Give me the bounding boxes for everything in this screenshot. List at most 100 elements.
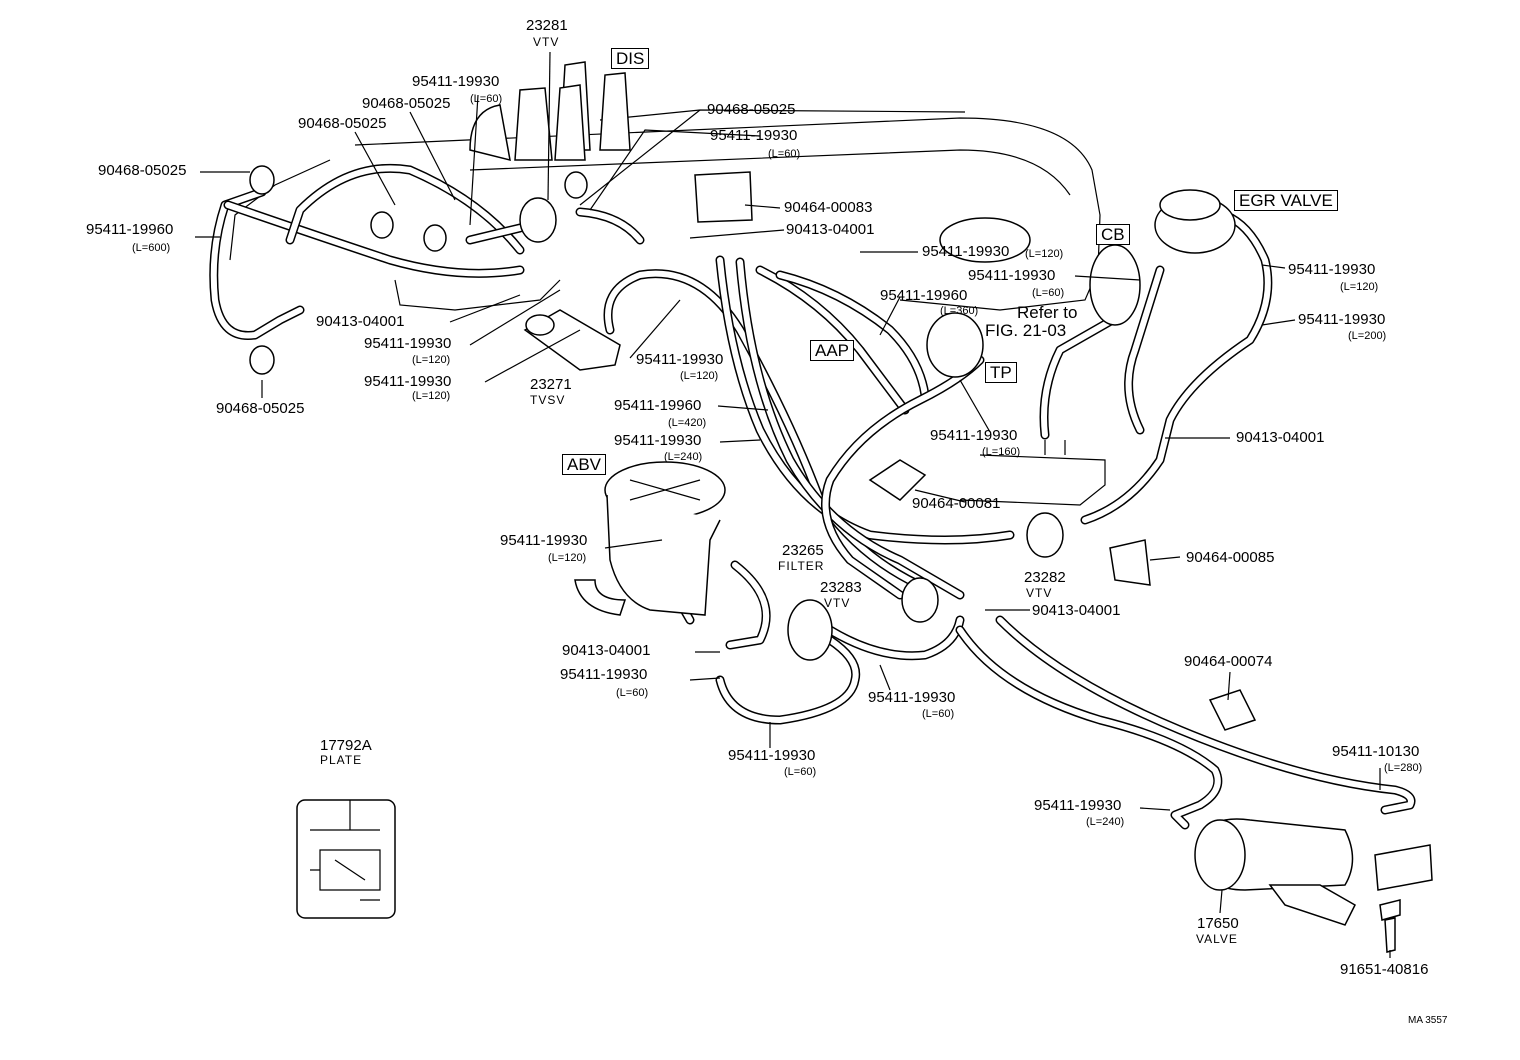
part-23281-number: 23281	[526, 17, 568, 34]
callout-c09-length: (L=600)	[132, 242, 171, 254]
callout-c26-number: 95411-19930	[500, 532, 588, 549]
callout-c06-number: 95411-19930	[710, 127, 798, 144]
valve-17650-bracket	[1268, 884, 1356, 926]
callout-c15-length: (L=120)	[412, 354, 451, 366]
callout-c25-number: 90464-00085	[1186, 549, 1275, 566]
part-17650-number: 17650	[1197, 915, 1239, 932]
callout-c12-number: 95411-19960	[880, 287, 968, 304]
hose-clip-group-81	[868, 459, 927, 501]
vtv-23282-body	[1026, 512, 1064, 558]
callout-c13-number: 90413-04001	[316, 313, 405, 330]
part-23265-name: FILTER	[778, 559, 825, 573]
vtv-23283-body	[901, 577, 939, 623]
connector-plug	[1374, 844, 1433, 891]
callout-c22-number: 95411-19930	[930, 427, 1018, 444]
part-17792a-number: 17792A	[320, 737, 372, 754]
callout-c10-number: 95411-19930	[922, 243, 1010, 260]
callout-c22-length: (L=160)	[982, 446, 1021, 458]
callout-c15-number: 95411-19930	[364, 335, 452, 352]
refer-note-line1: Refer to	[1017, 303, 1078, 322]
label-dis: DIS	[611, 48, 650, 69]
part-23282-name: VTV	[1026, 586, 1053, 600]
callout-c06-length: (L=60)	[768, 148, 801, 160]
label-aap: AAP	[810, 340, 855, 361]
callout-c09-number: 95411-19960	[86, 221, 174, 238]
part-23265-number: 23265	[782, 542, 824, 559]
abv-housing	[606, 494, 721, 616]
callout-c33-number: 95411-10130	[1332, 743, 1420, 760]
vacuum-hoses	[209, 163, 1416, 830]
callout-c01-length: (L=60)	[470, 93, 503, 105]
callout-c34-number: 95411-19930	[1034, 797, 1122, 814]
part-23281-name: VTV	[533, 35, 560, 49]
part-23283-name: VTV	[824, 596, 851, 610]
part-17650-name: VALVE	[1196, 932, 1238, 946]
filter-23265-body	[787, 599, 833, 661]
callout-c14-length: (L=120)	[1340, 281, 1379, 293]
callout-c03-number: 90468-05025	[707, 101, 796, 118]
callout-c21-length: (L=240)	[664, 451, 703, 463]
callout-c04-number: 90468-05025	[298, 115, 387, 132]
label-abv: ABV	[562, 454, 607, 475]
pipe-clamp-c	[564, 171, 588, 199]
valve-17650-cap	[1194, 819, 1246, 891]
pipe-clamp-b	[423, 224, 447, 252]
footer-code: MA 3557	[1408, 1015, 1448, 1026]
callout-c11-number: 95411-19930	[968, 267, 1056, 284]
part-23282-number: 23282	[1024, 569, 1066, 586]
vtv-23281-body	[519, 197, 557, 243]
part-23271-number: 23271	[530, 376, 572, 393]
callout-c18-length: (L=120)	[412, 390, 451, 402]
tp-body	[926, 312, 984, 378]
hose-clip-group-83	[694, 171, 753, 223]
components	[249, 165, 1433, 953]
callout-c18-number: 95411-19930	[364, 373, 452, 390]
pipe-clamp-a	[370, 211, 394, 239]
abv-cross	[629, 479, 701, 501]
callout-c24-number: 90464-00081	[912, 495, 1001, 512]
part-23271-name: TVSV	[530, 393, 566, 407]
callout-c30-length: (L=60)	[922, 708, 955, 720]
label-egr-valve: EGR VALVE	[1234, 190, 1338, 211]
callout-c33-length: (L=280)	[1384, 762, 1423, 774]
pipe-clamp-left-lower	[249, 345, 275, 375]
callout-c32-length: (L=60)	[784, 766, 817, 778]
air-cleaner-top	[939, 217, 1031, 263]
pipe-clamp-left-upper	[249, 165, 275, 195]
part-17792a-name: PLATE	[320, 753, 363, 767]
callout-c26-length: (L=120)	[548, 552, 587, 564]
callout-c23-number: 90413-04001	[1236, 429, 1325, 446]
part-23283-number: 23283	[820, 579, 862, 596]
callout-c17-length: (L=200)	[1348, 330, 1387, 342]
callout-c07-number: 90464-00083	[784, 199, 873, 216]
callout-c21-number: 95411-19930	[614, 432, 702, 449]
label-cb: CB	[1096, 224, 1130, 245]
callout-c11-length: (L=60)	[1032, 287, 1065, 299]
callout-c10-length: (L=120)	[1025, 248, 1064, 260]
leader-lines	[195, 51, 1391, 958]
callout-c19-number: 90468-05025	[216, 400, 305, 417]
label-tp: TP	[985, 362, 1017, 383]
callout-c27-number: 90413-04001	[1032, 602, 1121, 619]
callout-c28-number: 90413-04001	[562, 642, 651, 659]
callout-c31-number: 90464-00074	[1184, 653, 1273, 670]
callout-c20-length: (L=420)	[668, 417, 707, 429]
callout-c34-length: (L=240)	[1086, 816, 1125, 828]
callout-c29-number: 95411-19930	[560, 666, 648, 683]
hose-clip-74	[1208, 689, 1257, 731]
callout-c08-number: 90413-04001	[786, 221, 875, 238]
callout-c01-number: 95411-19930	[412, 73, 500, 90]
callout-c30-number: 95411-19930	[868, 689, 956, 706]
callout-c20-number: 95411-19960	[614, 397, 702, 414]
callout-c29-length: (L=60)	[616, 687, 649, 699]
abv-elbow-pipe	[574, 579, 627, 616]
part-91651-number: 91651-40816	[1340, 961, 1429, 978]
callout-c12-length: (L=360)	[940, 305, 979, 317]
refer-note-line2: FIG. 21-03	[985, 321, 1067, 340]
plate-schematic	[310, 800, 381, 901]
distributor-illustration	[469, 61, 631, 162]
egr-valve-top	[1159, 189, 1221, 221]
callout-c14-number: 95411-19930	[1288, 261, 1376, 278]
callout-c02-number: 90468-05025	[362, 95, 451, 112]
